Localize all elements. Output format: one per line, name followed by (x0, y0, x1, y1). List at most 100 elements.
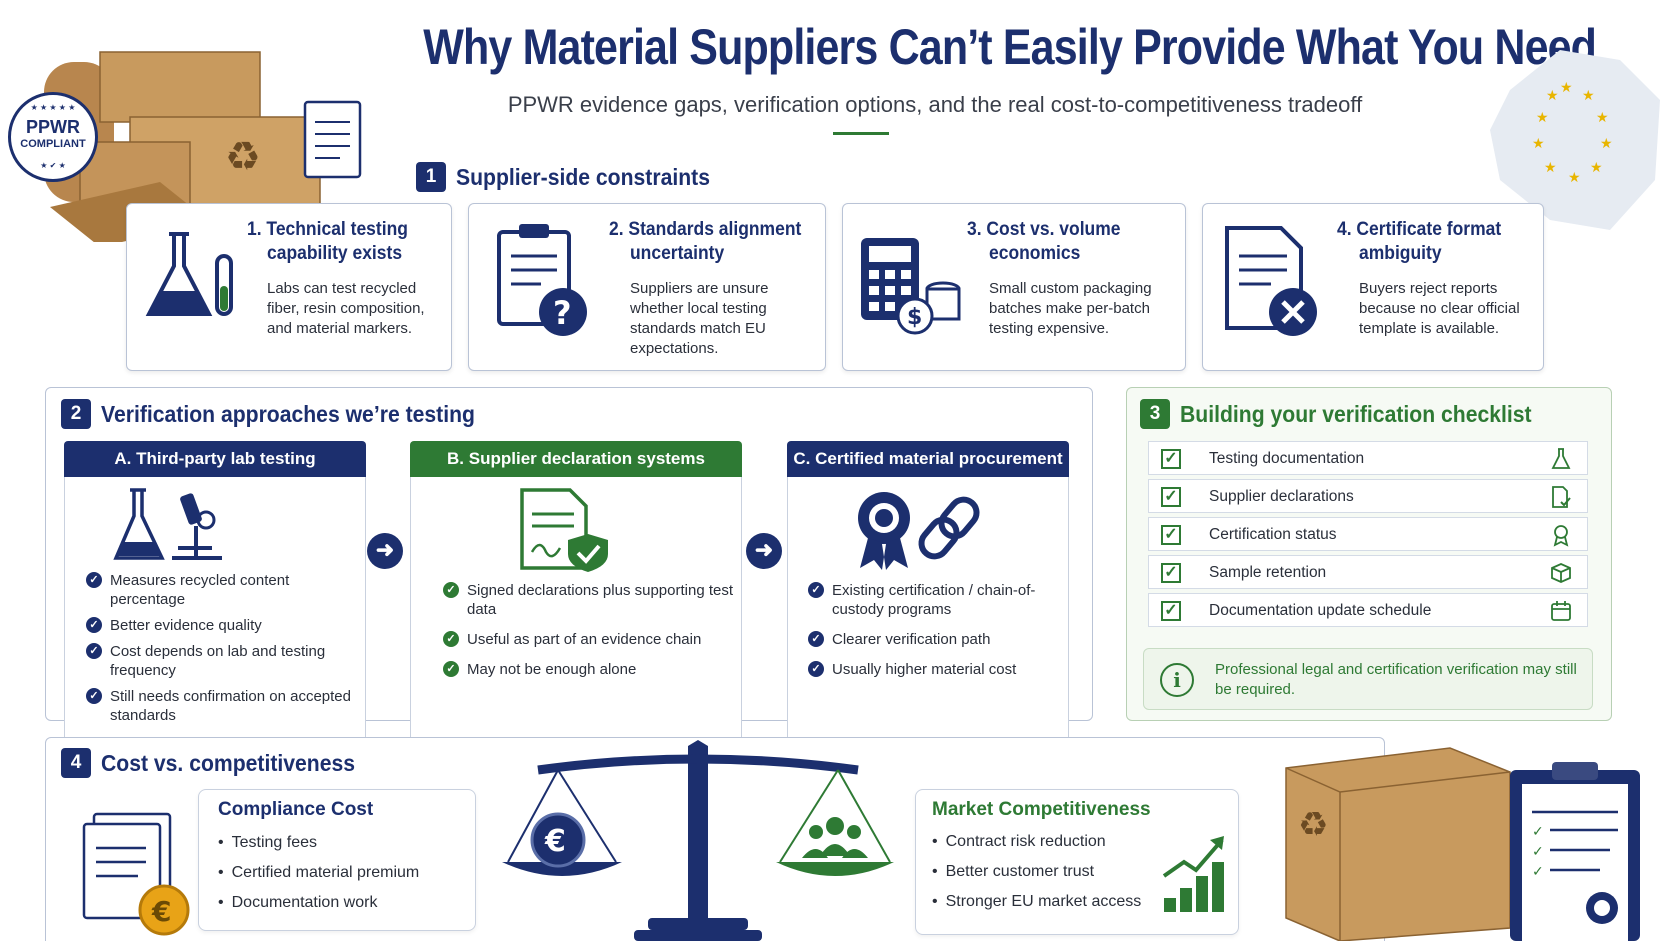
market-competitiveness-item: Contract risk reduction (932, 827, 1141, 857)
svg-text:✓: ✓ (1532, 824, 1544, 840)
compliance-cost-title: Compliance Cost (218, 799, 374, 820)
balance-scale-icon: € (502, 740, 894, 941)
badge-line1: PPWR (26, 117, 80, 137)
card2-text: Suppliers are unsure whether local testi… (630, 280, 769, 357)
svg-text:★: ★ (1560, 80, 1573, 96)
svg-text:★: ★ (1546, 88, 1559, 104)
ppwr-compliant-badge: ★ ★ ★ ★ ★ PPWR COMPLIANT ★ ✔ ★ (8, 92, 98, 182)
badge-stars-top: ★ ★ ★ ★ ★ (30, 103, 76, 112)
card2-title-line1: 2. Standards alignment (609, 219, 802, 240)
arrow-right-icon: ➜ (746, 533, 782, 569)
checkbox-checked-icon[interactable]: ✓ (1161, 601, 1181, 621)
approach-c-body (787, 477, 1069, 749)
card4-title-line2: ambiguity (1359, 243, 1442, 264)
svg-text:♻: ♻ (225, 134, 261, 180)
check-icon: ✓ (86, 617, 102, 633)
approach-b-bullet: ✓May not be enough alone (443, 660, 733, 679)
flask-icon (1551, 448, 1571, 469)
approach-a-bullets: ✓Measures recycled content percentage ✓B… (86, 571, 356, 732)
section1-number: 1 (416, 162, 446, 192)
check-icon: ✓ (443, 582, 459, 598)
constraint-card-1: 1. Technical testing capability exists L… (126, 203, 452, 371)
note-text: Professional legal and certification ver… (1215, 661, 1577, 698)
compliance-cost-item: Certified material premium (218, 858, 420, 888)
section3-title: Building your verification checklist (1180, 400, 1532, 427)
checklist-item-sample-retention[interactable]: ✓ Sample retention (1148, 555, 1588, 589)
check-icon: ✓ (86, 643, 102, 659)
svg-text:★: ★ (1568, 170, 1581, 186)
section4-number: 4 (61, 748, 91, 778)
section4-title: Cost vs. competitiveness (101, 749, 356, 776)
checkbox-checked-icon[interactable]: ✓ (1161, 449, 1181, 469)
arrow-right-icon: ➜ (367, 533, 403, 569)
document-check-icon (1552, 486, 1571, 508)
growth-chart-icon (1162, 836, 1224, 912)
check-icon: ✓ (808, 661, 824, 677)
ribbon-icon (1553, 525, 1569, 547)
svg-text:✓: ✓ (1532, 844, 1544, 860)
checkbox-checked-icon[interactable]: ✓ (1161, 563, 1181, 583)
approach-a-bullet: ✓Still needs confirmation on accepted st… (86, 687, 356, 725)
svg-text:★: ★ (1536, 110, 1549, 126)
compliance-cost-list: Testing fees Certified material premium … (218, 828, 420, 918)
checklist-label: Certification status (1209, 526, 1337, 543)
section2-title: Verification approaches we’re testing (101, 400, 475, 427)
svg-text:$: $ (907, 305, 922, 330)
section1-title: Supplier-side constraints (456, 163, 710, 190)
document-reject-icon (1225, 226, 1317, 336)
approach-a-bullet: ✓Cost depends on lab and testing frequen… (86, 642, 356, 680)
card4-title-line1: 4. Certificate format (1337, 219, 1502, 240)
checkbox-checked-icon[interactable]: ✓ (1161, 487, 1181, 507)
flask-microscope-icon (113, 488, 222, 560)
svg-text:★: ★ (1596, 110, 1609, 126)
card3-text: Small custom packaging batches make per-… (989, 280, 1152, 337)
compliance-cost-item: Documentation work (218, 888, 419, 918)
checklist-label: Sample retention (1209, 564, 1327, 581)
eu-map-icon: ★★★ ★★★ ★★★★ (1490, 50, 1660, 230)
svg-text:★: ★ (1600, 136, 1613, 152)
calendar-icon (1551, 601, 1571, 621)
card2-title-line2: uncertainty (630, 243, 725, 264)
market-competitiveness-item: Stronger EU market access (932, 887, 1142, 917)
svg-text:♻: ♻ (1298, 805, 1328, 845)
checkbox-checked-icon[interactable]: ✓ (1161, 525, 1181, 545)
section2-header: 2 Verification approaches we’re testing (61, 399, 507, 429)
checklist-label: Documentation update schedule (1209, 602, 1432, 619)
approach-c-bullet: ✓Clearer verification path (808, 630, 1068, 649)
checklist-item-supplier-declarations[interactable]: ✓ Supplier declarations (1148, 479, 1588, 513)
approach-b-bullet: ✓Useful as part of an evidence chain (443, 630, 733, 649)
approach-a-bullet: ✓Better evidence quality (86, 616, 356, 635)
market-competitiveness-item: Better customer trust (932, 857, 1141, 887)
approach-column-c: C. Certified material procurement (787, 441, 1069, 749)
certified-ribbon-chain-icon (858, 492, 980, 570)
market-competitiveness-list: Contract risk reduction Better customer … (932, 827, 1142, 917)
checklist-label: Supplier declarations (1209, 488, 1354, 505)
card1-text: Labs can test recycled fiber, resin comp… (267, 280, 425, 337)
approach-c-header: C. Certified material procurement (787, 441, 1069, 477)
section2-number: 2 (61, 399, 91, 429)
card1-title-line2: capability exists (267, 243, 403, 264)
card1-title-line1: 1. Technical testing (247, 219, 408, 240)
svg-text:€: € (151, 895, 171, 928)
badge-check-icon: ★ ✔ ★ (40, 161, 66, 170)
info-icon: i (1160, 663, 1194, 697)
title-divider (833, 132, 889, 135)
checklist-label: Testing documentation (1209, 450, 1365, 467)
section3-number: 3 (1140, 399, 1170, 429)
badge-line2: COMPLIANT (20, 138, 86, 150)
approach-c-bullet: ✓Existing certification / chain-of-custo… (808, 581, 1068, 619)
box-icon (1551, 563, 1571, 583)
check-icon: ✓ (443, 631, 459, 647)
card4-text: Buyers reject reports because no clear o… (1359, 280, 1520, 337)
section1-header: 1 Supplier-side constraints (416, 162, 732, 192)
checklist-item-documentation-update-schedule[interactable]: ✓ Documentation update schedule (1148, 593, 1588, 627)
svg-text:★: ★ (1590, 160, 1603, 176)
section4-header: 4 Cost vs. competitiveness (61, 748, 377, 778)
svg-text:★: ★ (1532, 136, 1545, 152)
flask-icon (145, 232, 233, 316)
constraint-card-2: ? 2. Standards alignment uncertainty Sup… (468, 203, 826, 371)
check-icon: ✓ (808, 631, 824, 647)
constraint-card-3: $ 3. Cost vs. volume economics Small cus… (842, 203, 1186, 371)
checklist-item-testing-documentation[interactable]: ✓ Testing documentation (1148, 441, 1588, 475)
checklist-item-certification-status[interactable]: ✓ Certification status (1148, 517, 1588, 551)
